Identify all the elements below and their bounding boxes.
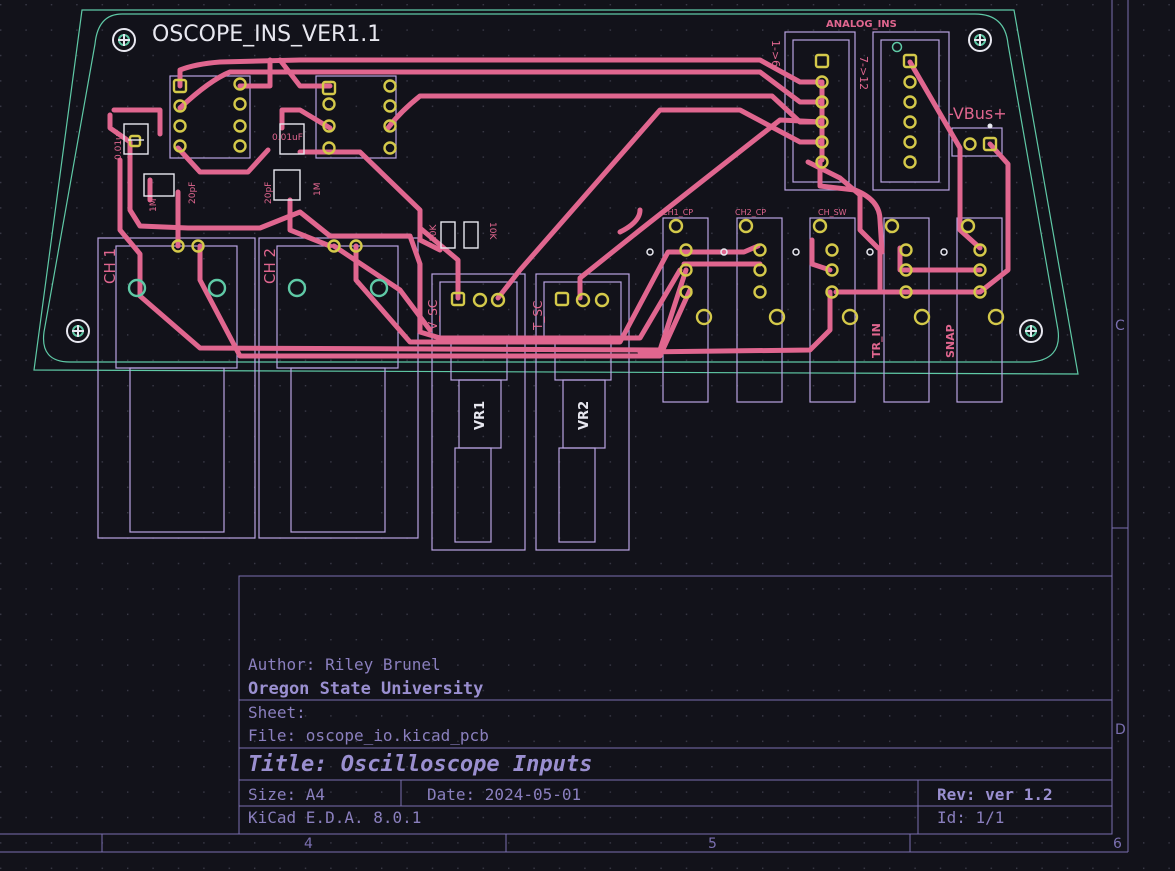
title-block — [238, 575, 1113, 835]
mounting-holes — [66, 28, 1043, 343]
ch1-cp-label: CH1_CP — [662, 208, 693, 217]
frame-mark-col-4: 4 — [304, 836, 313, 852]
tb-title: Title: Oscilloscope Inputs — [248, 752, 592, 777]
v-sc-label: V_SC — [426, 300, 440, 330]
analog-ins-label: ANALOG_INS — [826, 19, 897, 30]
tb-sheet: Sheet: — [248, 703, 306, 722]
t-sc-label: T_SC — [531, 301, 545, 331]
pads — [127, 41, 1005, 326]
res-1m-label-b: 1M — [313, 183, 323, 197]
board-title: OSCOPE_INS_VER1.1 — [152, 22, 381, 47]
tb-author: Author: Riley Brunel — [248, 655, 441, 674]
ch1-label: CH 1 — [101, 248, 119, 284]
frame-mark-col-6: 6 — [1113, 836, 1122, 852]
tb-rev: Rev: ver 1.2 — [937, 785, 1053, 804]
cap-20pf-label-a: 20pF — [188, 182, 198, 204]
frame-mark-row-c: C — [1115, 318, 1125, 334]
res-10k-label-a: 10K — [429, 224, 439, 242]
passive-footprints — [123, 123, 479, 249]
tb-date: Date: 2024-05-01 — [427, 785, 581, 804]
tb-size: Size: A4 — [248, 785, 325, 804]
cap-label-a: 0.01uF — [114, 129, 124, 160]
silk-labels: OSCOPE_INS_VER1.1 -VBus+ ANALOG_INS 1->6… — [101, 19, 1007, 430]
ch-sw-label: CH_SW — [818, 208, 847, 217]
tb-file: File: oscope_io.kicad_pcb — [248, 726, 489, 745]
tb-org: Oregon State University — [248, 679, 483, 699]
board-outline — [33, 9, 1079, 375]
res-1m-label-a: 1M — [149, 199, 159, 213]
tr-in-label: TR_IN — [870, 323, 883, 358]
frame-mark-col-5: 5 — [708, 836, 717, 852]
res-10k-label-b: 10K — [487, 222, 497, 240]
vr1-label: VR1 — [473, 401, 488, 430]
cap-20pf-label-b: 20pF — [264, 182, 274, 204]
snap-label: SNAP — [944, 324, 957, 358]
tb-tool: KiCad E.D.A. 8.0.1 — [248, 808, 421, 827]
frame-mark-row-d: D — [1115, 722, 1126, 738]
vbus-label: -VBus+ — [948, 104, 1007, 123]
cap-label-b: 0.01uF — [272, 133, 303, 143]
pin-range-7-12: 7->12 — [857, 56, 870, 90]
vr2-label: VR2 — [577, 401, 592, 430]
tb-id: Id: 1/1 — [937, 808, 1004, 827]
ch2-label: CH 2 — [261, 248, 279, 284]
pin-range-1-6: 1->6 — [769, 40, 782, 67]
ch2-cp-label: CH2_CP — [735, 208, 766, 217]
